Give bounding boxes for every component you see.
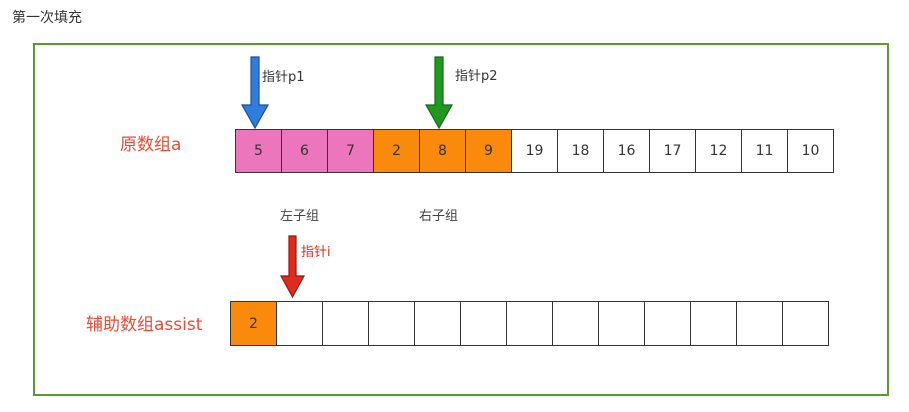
assist-array-label: 辅助数组assist	[86, 315, 203, 335]
pointer-i-label: 指针i	[301, 245, 331, 260]
pointer-i-arrow-icon	[279, 235, 306, 299]
assist-cell	[599, 302, 645, 345]
array-a-cell: 18	[558, 130, 604, 172]
array-a-cell: 6	[282, 130, 328, 172]
pointer-p1-label: 指针p1	[262, 70, 305, 85]
pointer-p1-arrow-shape	[240, 56, 270, 130]
assist-cell	[553, 302, 599, 345]
pointer-i-arrow-shape	[279, 235, 306, 299]
pointer-p2-arrow-shape	[424, 56, 454, 130]
array-a-cell: 2	[374, 130, 420, 172]
assist-cell	[691, 302, 737, 345]
left-subgroup-label: 左子组	[280, 209, 320, 224]
assist-cell	[507, 302, 553, 345]
original-array: 5 6 7 2 8 9 19 18 16 17 12 11 10	[235, 129, 834, 173]
pointer-p2-arrow-icon	[424, 56, 454, 130]
array-a-cell: 19	[512, 130, 558, 172]
array-a-cell: 17	[650, 130, 696, 172]
assist-cell	[415, 302, 461, 345]
page-title: 第一次填充	[12, 10, 82, 26]
array-a-cell: 5	[236, 130, 282, 172]
assist-cell	[461, 302, 507, 345]
assist-cell	[369, 302, 415, 345]
assist-cell	[277, 302, 323, 345]
assist-cell: 2	[231, 302, 277, 345]
pointer-p2-label: 指针p2	[455, 69, 498, 84]
assist-array: 2	[230, 301, 829, 346]
array-a-cell: 16	[604, 130, 650, 172]
array-a-cell: 7	[328, 130, 374, 172]
array-a-cell: 10	[788, 130, 834, 172]
array-a-cell: 9	[466, 130, 512, 172]
array-a-cell: 12	[696, 130, 742, 172]
array-a-cell: 8	[420, 130, 466, 172]
array-a-cell: 11	[742, 130, 788, 172]
assist-cell	[783, 302, 829, 345]
assist-cell	[645, 302, 691, 345]
diagram-frame	[33, 43, 889, 396]
original-array-label: 原数组a	[120, 135, 182, 155]
assist-cell	[323, 302, 369, 345]
assist-cell	[737, 302, 783, 345]
pointer-p1-arrow-icon	[240, 56, 270, 130]
right-subgroup-label: 右子组	[419, 209, 459, 224]
